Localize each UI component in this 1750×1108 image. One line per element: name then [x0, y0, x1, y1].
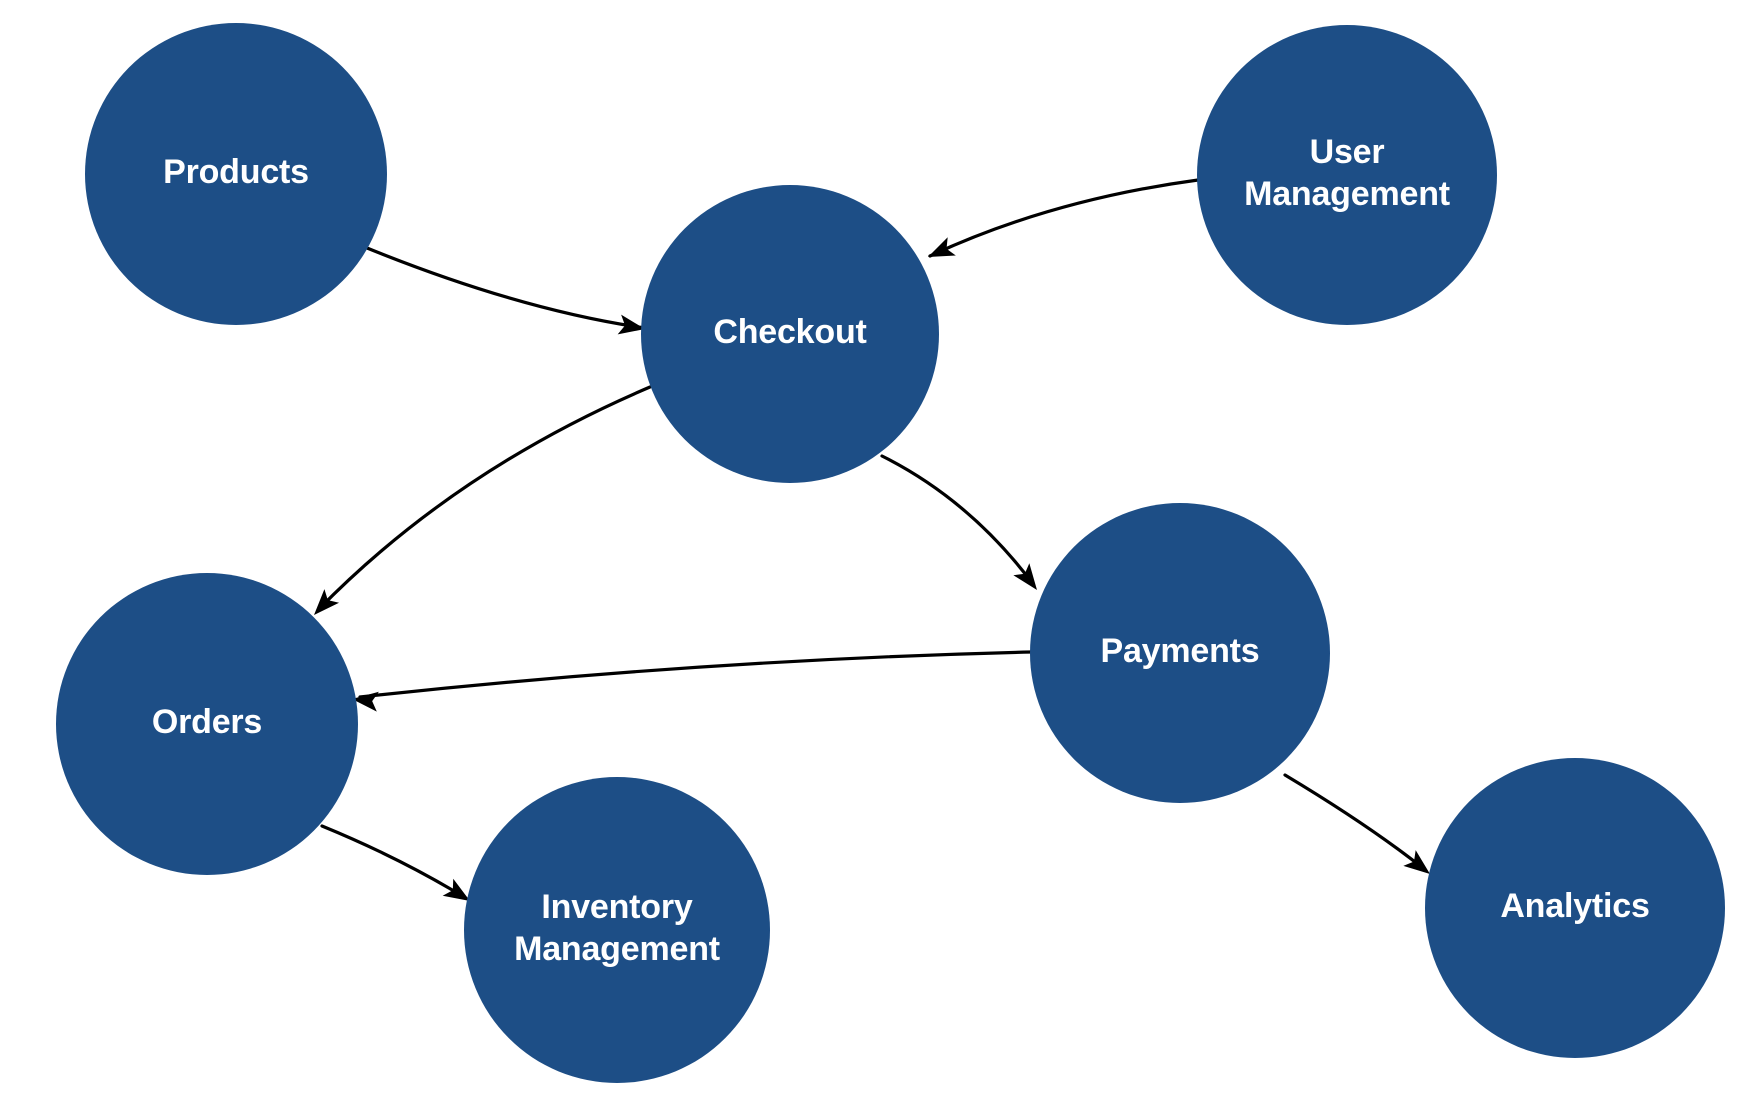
- nodes-layer: ProductsUserManagementCheckoutOrdersPaym…: [56, 23, 1725, 1083]
- edge-line: [928, 178, 1200, 258]
- node-payments[interactable]: Payments: [1030, 503, 1330, 803]
- edge-line: [880, 454, 1035, 586]
- edge-line: [358, 650, 1033, 699]
- arrowhead-icon: [1403, 850, 1430, 874]
- arrowhead-icon: [314, 589, 340, 615]
- node-label: Inventory: [541, 888, 693, 926]
- arrowhead-icon: [928, 237, 956, 257]
- node-circle[interactable]: [1197, 25, 1497, 325]
- node-label: Checkout: [713, 313, 866, 351]
- edge-products-to-checkout: [365, 246, 647, 335]
- edge-checkout-to-orders: [314, 385, 652, 615]
- arrowhead-icon: [442, 878, 470, 901]
- node-circle[interactable]: [1030, 503, 1330, 803]
- edge-line: [320, 824, 466, 899]
- node-orders[interactable]: Orders: [56, 573, 358, 875]
- edge-orders-to-inventory-management: [320, 824, 470, 901]
- node-circle[interactable]: [56, 573, 358, 875]
- node-label: Payments: [1100, 632, 1259, 670]
- node-circle[interactable]: [464, 777, 770, 1083]
- edge-line: [316, 385, 652, 612]
- node-label: Management: [1244, 175, 1450, 213]
- node-checkout[interactable]: Checkout: [641, 185, 939, 483]
- arrowhead-icon: [617, 314, 645, 335]
- edge-user-management-to-checkout: [928, 178, 1200, 258]
- edge-line: [365, 246, 647, 330]
- edge-payments-to-orders: [352, 650, 1033, 712]
- node-label: Management: [514, 930, 720, 968]
- edges-layer: [314, 178, 1430, 901]
- node-label: Products: [163, 153, 309, 191]
- arrowhead-icon: [352, 691, 379, 712]
- node-circle[interactable]: [1425, 758, 1725, 1058]
- node-label: Orders: [152, 703, 262, 741]
- node-analytics[interactable]: Analytics: [1425, 758, 1725, 1058]
- node-circle[interactable]: [641, 185, 939, 483]
- node-products[interactable]: Products: [85, 23, 387, 325]
- edge-payments-to-analytics: [1283, 773, 1430, 874]
- arrowhead-icon: [1013, 563, 1037, 590]
- node-circle[interactable]: [85, 23, 387, 325]
- node-label: Analytics: [1500, 887, 1649, 925]
- edge-line: [1283, 773, 1426, 871]
- edge-checkout-to-payments: [880, 454, 1037, 590]
- node-label: User: [1310, 133, 1385, 171]
